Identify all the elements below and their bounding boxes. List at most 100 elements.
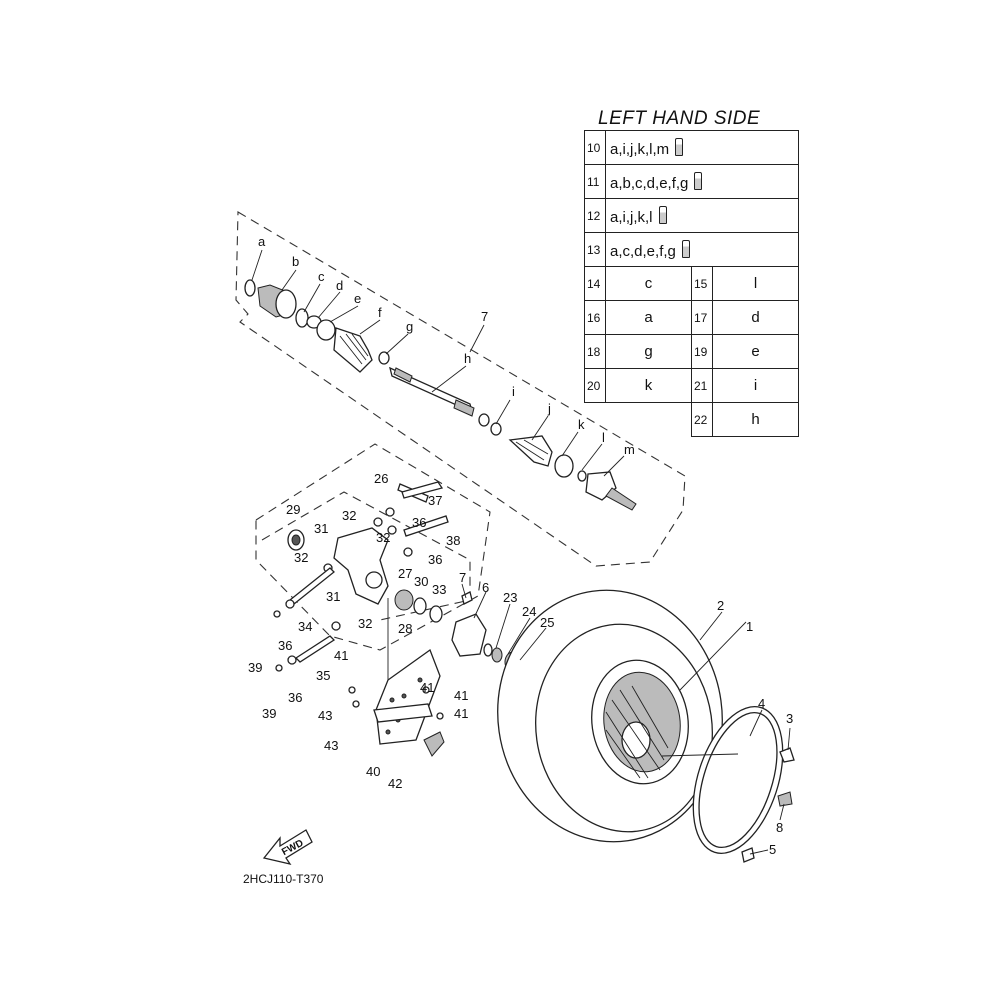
callout-39a: 39 <box>248 660 262 675</box>
table-row: 22 h <box>585 402 799 437</box>
row-number: 22 <box>691 402 713 437</box>
callout-33: 33 <box>432 582 446 597</box>
part-letter: h <box>712 402 799 437</box>
table-row: 14 c 15 l <box>584 266 799 301</box>
parts-list: a,i,j,k,l <box>610 208 653 226</box>
row-number: 18 <box>584 334 606 369</box>
label-g: g <box>406 319 413 334</box>
callout-9: 7 <box>481 309 488 324</box>
callout-32a: 32 <box>342 508 356 523</box>
wheel-group <box>497 589 795 863</box>
callout-34: 34 <box>298 619 312 634</box>
callout-43a: 43 <box>318 708 332 723</box>
row-number: 12 <box>584 198 606 233</box>
part-letter: k <box>605 368 692 403</box>
table-row: 10 a,i,j,k,l,m <box>584 130 799 165</box>
callout-41c: 41 <box>454 706 468 721</box>
callout-1: 1 <box>746 619 753 634</box>
left-hand-side-title: LEFT HAND SIDE <box>598 108 761 129</box>
part-letter: d <box>712 300 799 335</box>
callout-2: 2 <box>717 598 724 613</box>
grease-tube-icon <box>681 239 690 258</box>
part-letter: e <box>712 334 799 369</box>
arm-subassembly-boundary <box>261 491 471 621</box>
diagram-code: 2HCJ110-T370 <box>243 872 324 886</box>
knuckle-group <box>273 481 522 720</box>
label-c: c <box>318 269 325 284</box>
part-letter: g <box>605 334 692 369</box>
fwd-label: FWD <box>280 838 305 858</box>
callout-41d: 41 <box>420 680 434 695</box>
callout-42: 42 <box>388 776 402 791</box>
drive-shaft-group <box>244 279 637 511</box>
callout-36a: 36 <box>412 515 426 530</box>
row-number: 13 <box>584 232 606 267</box>
row-number: 14 <box>584 266 606 301</box>
label-k: k <box>578 417 585 432</box>
parts-list: a,c,d,e,f,g <box>610 242 676 260</box>
callout-6: 6 <box>482 580 489 595</box>
callout-40: 40 <box>366 764 380 779</box>
callout-7: 7 <box>459 570 466 585</box>
callout-41b: 41 <box>454 688 468 703</box>
part-letter: i <box>712 368 799 403</box>
callout-41a: 41 <box>334 648 348 663</box>
row-number: 17 <box>691 300 713 335</box>
callout-31a: 31 <box>314 521 328 536</box>
callout-32d: 32 <box>358 616 372 631</box>
left-hand-side-table: 10 a,i,j,k,l,m 11 a,b,c,d,e,f,g 12 a,i,j… <box>584 130 799 437</box>
label-d: d <box>336 278 343 293</box>
callout-36d: 36 <box>288 690 302 705</box>
table-row: 13 a,c,d,e,f,g <box>584 232 799 267</box>
label-b: b <box>292 254 299 269</box>
callout-8: 8 <box>776 820 783 835</box>
parts-list: a,b,c,d,e,f,g <box>610 174 689 192</box>
part-letter: a <box>605 300 692 335</box>
callout-36b: 36 <box>428 552 442 567</box>
callout-26: 26 <box>374 471 388 486</box>
callout-23: 23 <box>503 590 517 605</box>
label-m: m <box>624 442 635 457</box>
label-a: a <box>258 234 266 249</box>
callout-32c: 32 <box>294 550 308 565</box>
callout-36c: 36 <box>278 638 292 653</box>
callout-43b: 43 <box>324 738 338 753</box>
label-l: l <box>602 430 605 445</box>
callout-3: 3 <box>786 711 793 726</box>
callout-32b: 32 <box>376 530 390 545</box>
callout-30: 30 <box>414 574 428 589</box>
grease-tube-icon <box>694 171 703 190</box>
callout-29: 29 <box>286 502 300 517</box>
part-letter: l <box>712 266 799 301</box>
table-row: 18 g 19 e <box>584 334 799 369</box>
row-number: 19 <box>691 334 713 369</box>
callout-24: 24 <box>522 604 536 619</box>
callout-37: 37 <box>428 493 442 508</box>
part-letter: c <box>605 266 692 301</box>
callout-5: 5 <box>769 842 776 857</box>
callout-labels: a b c d e f g h i j k l m 7 1 2 3 4 5 6 … <box>248 234 793 857</box>
callout-35: 35 <box>316 668 330 683</box>
row-number: 20 <box>584 368 606 403</box>
grease-tube-icon <box>658 205 667 224</box>
table-row: 20 k 21 i <box>584 368 799 403</box>
row-number: 15 <box>691 266 713 301</box>
table-row: 12 a,i,j,k,l <box>584 198 799 233</box>
label-h: h <box>464 351 471 366</box>
callout-4: 4 <box>758 696 765 711</box>
table-row: 11 a,b,c,d,e,f,g <box>584 164 799 199</box>
leader-lines <box>251 249 791 855</box>
row-number: 11 <box>584 164 606 199</box>
table-row: 16 a 17 d <box>584 300 799 335</box>
callout-25: 25 <box>540 615 554 630</box>
shaft-assembly-boundary <box>235 211 686 567</box>
brake-disc-group <box>348 648 445 757</box>
label-j: j <box>547 401 551 416</box>
callout-27: 27 <box>398 566 412 581</box>
grease-tube-icon <box>675 137 684 156</box>
callout-28: 28 <box>398 621 412 636</box>
label-e: e <box>354 291 361 306</box>
callout-38: 38 <box>446 533 460 548</box>
label-i: i <box>512 384 515 399</box>
